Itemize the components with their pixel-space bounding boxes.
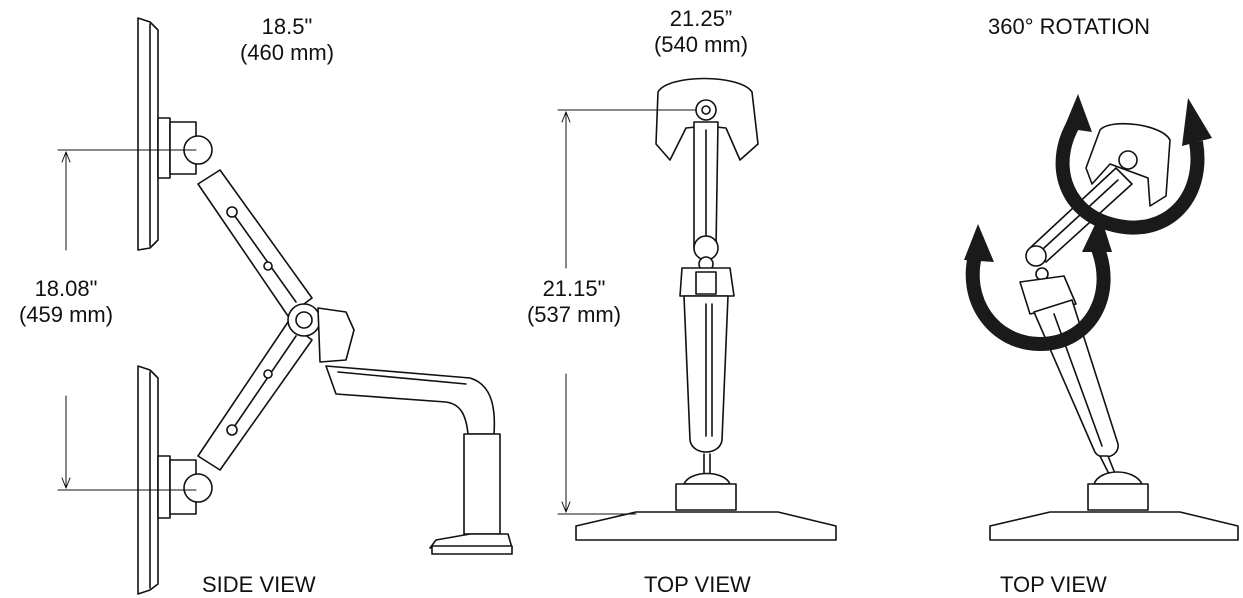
lower-monitor [137, 365, 159, 595]
side-view-caption: SIDE VIEW [202, 572, 316, 597]
rotation-arrow-lower [965, 241, 1111, 352]
top-width-label: 21.25” (540 mm) [636, 6, 766, 58]
top-base-plate [575, 511, 837, 541]
top-height-dimension [557, 109, 697, 515]
top-height-mm: (537 mm) [526, 302, 622, 327]
rotation-arrows [964, 94, 1212, 352]
top-height-label: 21.15" (537 mm) [508, 276, 640, 328]
rotation-base-plate [989, 511, 1239, 541]
extension-arm [325, 365, 496, 435]
rotation-view-caption: TOP VIEW [1000, 572, 1107, 597]
rotation-title: 360° ROTATION [988, 14, 1151, 39]
desk-clamp [463, 433, 501, 535]
top-width-mm: (540 mm) [653, 32, 749, 57]
side-view-drawing [57, 17, 513, 595]
side-width-mm: (460 mm) [239, 40, 335, 65]
side-height-dimension [57, 149, 197, 491]
side-width-inches: 18.5" [261, 14, 313, 39]
rotation-lower-arm [1033, 299, 1119, 458]
side-height-inches: 18.08" [34, 276, 98, 301]
top-height-inches: 21.15" [542, 276, 606, 301]
side-width-label: 18.5" (460 mm) [222, 14, 352, 66]
rotation-arrow-upper [1055, 116, 1205, 235]
rotation-view-drawing [989, 122, 1239, 541]
top-width-inches: 21.25” [669, 6, 733, 31]
side-height-label: 18.08" (459 mm) [0, 276, 132, 328]
upper-monitor [137, 17, 159, 251]
top-view-caption: TOP VIEW [644, 572, 751, 597]
side-height-mm: (459 mm) [18, 302, 114, 327]
top-view-drawing [557, 77, 837, 541]
